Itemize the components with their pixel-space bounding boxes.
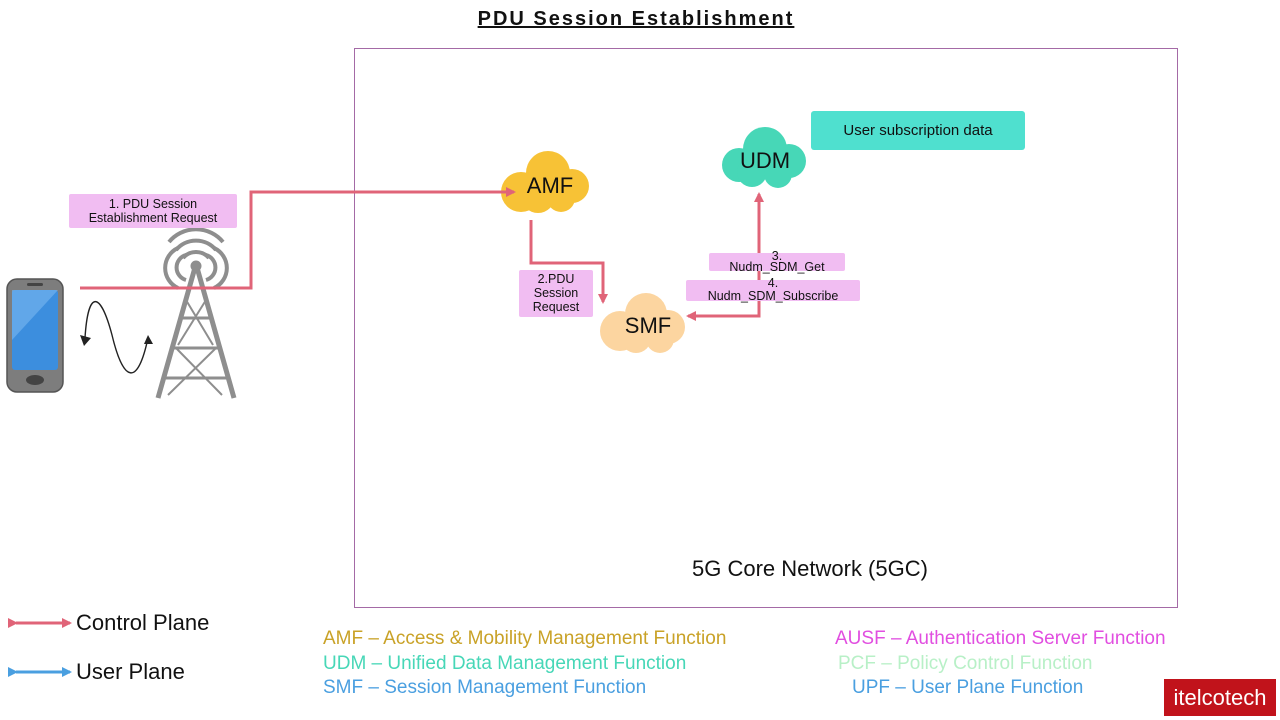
definition-pcf: PCF – Policy Control Function [838,653,1093,674]
definition-udm: UDM – Unified Data Management Function [323,653,687,674]
message-4-line2: Nudm_SDM_Subscribe [707,289,839,303]
message-2-line2: Session [533,286,579,300]
arrow-ue-to-amf [80,187,516,290]
legend-control-plane: Control Plane [76,610,210,635]
definition-smf: SMF – Session Management Function [323,677,647,698]
amf-cloud-icon [501,151,589,213]
message-3-line1: 3. [771,249,783,263]
diagram-title: PDU Session Establishment [477,8,795,30]
message-1-box: 1. PDU Session Establishment Request [69,194,237,228]
legend-user-plane: User Plane [76,659,185,684]
core-network-box [354,48,1178,608]
message-1-line1: 1. PDU Session [108,197,198,211]
message-3-box: 3. Nudm_SDM_Get [709,249,845,274]
phone-icon [6,278,64,393]
message-2-box: 2.PDU Session Request [519,270,593,317]
udm-cloud-icon [722,127,806,188]
cell-tower-icon [155,227,237,399]
message-2-line1: 2.PDU [537,272,575,286]
user-subscription-data-box: User subscription data [811,111,1025,150]
udm-label: UDM [739,148,791,173]
arrow-udm-to-smf [686,308,761,321]
smf-label: SMF [624,313,672,338]
message-1-line2: Establishment Request [88,211,218,225]
core-network-label: 5G Core Network (5GC) [692,556,928,581]
message-3-line2: Nudm_SDM_Get [729,260,825,274]
arrow-amf-to-smf [529,220,608,304]
amf-label: AMF [526,173,574,198]
message-4-box: 4. Nudm_SDM_Subscribe [686,276,860,303]
definition-ausf: AUSF – Authentication Server Function [835,628,1166,649]
radio-wave-line [84,301,149,374]
message-4-line1: 4. [767,276,779,290]
definition-amf: AMF – Access & Mobility Management Funct… [323,628,727,649]
message-2-line3: Request [532,300,580,314]
brand-logo: itelcotech [1164,679,1276,716]
smf-cloud-icon [600,293,685,353]
definition-upf: UPF – User Plane Function [852,677,1084,698]
